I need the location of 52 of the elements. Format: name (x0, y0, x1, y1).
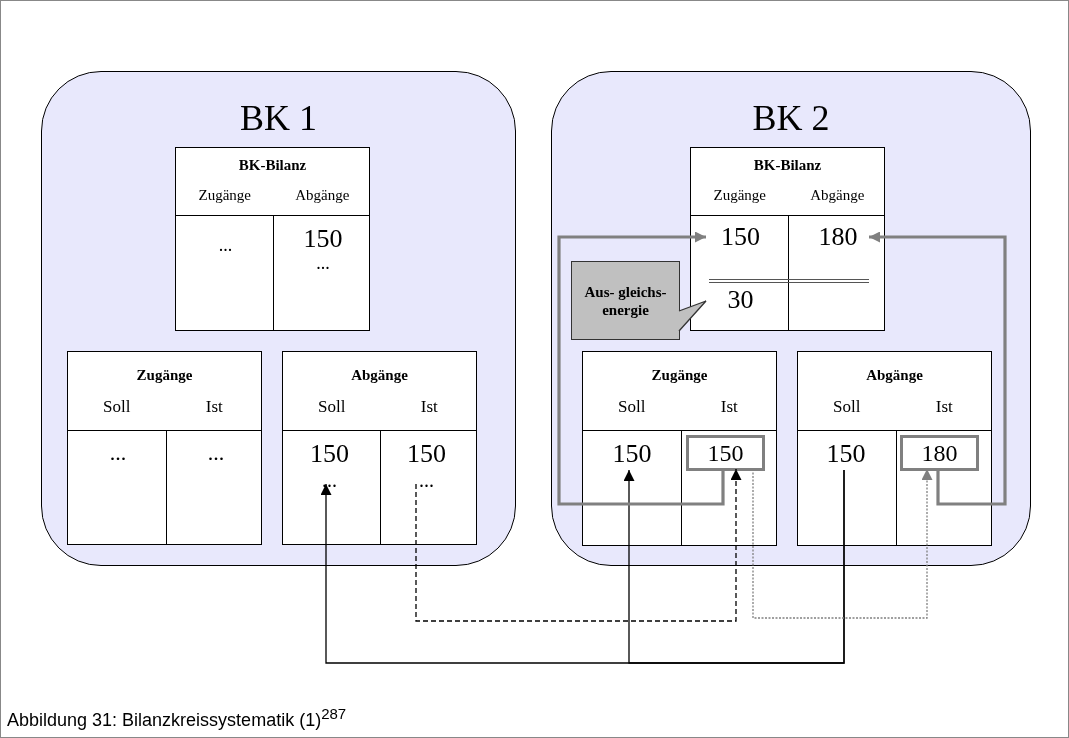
account-table (175, 147, 370, 331)
cell-value: 180 (805, 223, 871, 257)
table-heading: Abgänge (351, 368, 408, 383)
group-title: BK 2 (752, 100, 830, 136)
table-heading: BK-Bilanz (753, 158, 822, 173)
cell-value: 150 (310, 440, 349, 469)
callout-pointer (678, 300, 707, 332)
arrow (415, 468, 742, 622)
cell-value: ... (186, 441, 246, 471)
cell-value: ... (322, 468, 337, 491)
cell-value: 150 (816, 440, 876, 472)
table-heading: Zugänge (651, 368, 708, 383)
column-header: Soll (618, 398, 646, 415)
column-header: Soll (833, 398, 861, 415)
column-header: Abgänge (295, 188, 350, 203)
table-heading: BK-Bilanz (238, 158, 307, 173)
column-header: Ist (935, 398, 953, 415)
table-heading: Abgänge (866, 368, 923, 383)
cell-value: 150 (601, 440, 663, 472)
table-heading: Zugänge (136, 368, 193, 383)
arrow (869, 231, 1007, 506)
column-header: Zugänge (713, 188, 766, 203)
column-header: Soll (103, 398, 131, 415)
column-header: Ist (420, 398, 438, 415)
arrow (557, 231, 725, 506)
highlighted-value-box: 180 (900, 435, 979, 471)
column-header: Abgänge (810, 188, 865, 203)
account-table (282, 351, 477, 545)
highlighted-value-box: 150 (686, 435, 765, 471)
account-table (797, 351, 992, 546)
cell-value: ... (419, 468, 434, 491)
cell-value: ... (316, 253, 330, 274)
cell-value: ... (88, 441, 148, 471)
column-header: Soll (318, 398, 346, 415)
cell-value: ... (198, 236, 253, 266)
arrow (623, 469, 845, 664)
cell-value: 30 (708, 286, 773, 320)
column-header: Ist (720, 398, 738, 415)
balance-group-panel (41, 71, 516, 566)
arrow (752, 468, 933, 619)
cell-value: 150 (407, 440, 446, 469)
account-table (690, 147, 885, 331)
group-title: BK 1 (240, 100, 317, 136)
account-table (67, 351, 262, 545)
account-table (582, 351, 777, 546)
column-header: Zugänge (198, 188, 251, 203)
column-header: Ist (205, 398, 223, 415)
figure-caption: Abbildung 31: Bilanzkreissystematik (1)$^{287}$ (7, 705, 347, 731)
balance-group-panel (551, 71, 1031, 566)
cell-value: 150 (708, 223, 773, 257)
cell-value: 150 (303, 225, 343, 254)
callout-box: Aus- gleichs- energie (571, 261, 680, 340)
